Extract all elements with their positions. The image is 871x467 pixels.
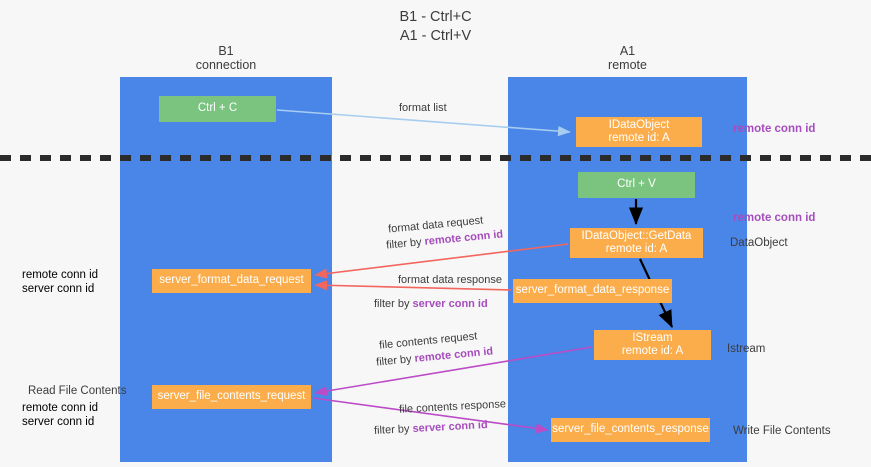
node-istream-sub: remote id: A bbox=[621, 345, 684, 357]
remote-conn-id-text: remote conn id bbox=[414, 345, 494, 365]
lane-header-a1: A1 remote bbox=[508, 44, 747, 72]
annotation-write-file-contents: Write File Contents bbox=[733, 425, 831, 437]
annotation-remote-conn-id-mid: remote conn id bbox=[733, 212, 816, 224]
annotation-istream: Istream bbox=[727, 343, 766, 355]
annotation-remote-conn-id: remote conn id bbox=[22, 402, 99, 414]
node-idataobject-title: IDataObject bbox=[608, 118, 670, 131]
server-conn-id-text: server conn id bbox=[412, 298, 488, 310]
title-line-2: A1 - Ctrl+V bbox=[399, 28, 472, 44]
lane-header-a1-sub: remote bbox=[608, 58, 647, 72]
node-server-file-contents-response-label: server_file_contents_response bbox=[552, 423, 709, 436]
annotation-server-conn-id: server conn id bbox=[22, 416, 95, 428]
edge-label-format-data-response-filter: filter by server conn id bbox=[374, 297, 488, 311]
annotation-dataobject: DataObject bbox=[730, 237, 788, 249]
node-server-file-contents-request-label: server_file_contents_request bbox=[157, 390, 306, 403]
annotation-remote-conn-id: remote conn id bbox=[22, 269, 99, 281]
filter-by-text: filter by bbox=[374, 298, 413, 310]
node-istream[interactable]: IStream remote id: A bbox=[594, 330, 711, 360]
node-ctrl-c[interactable]: Ctrl + C bbox=[159, 96, 276, 122]
lane-header-b1: B1 connection bbox=[120, 44, 332, 72]
filter-by-text: filter by bbox=[375, 352, 416, 369]
node-server-file-contents-response[interactable]: server_file_contents_response bbox=[551, 418, 710, 442]
annotation-read-file-contents: Read File Contents bbox=[28, 385, 127, 397]
edge-label-format-data-response: format data response bbox=[398, 274, 502, 286]
title-line-1: B1 - Ctrl+C bbox=[399, 9, 472, 25]
node-getdata-title: IDataObject::GetData bbox=[581, 229, 692, 242]
edge-label-format-list: format list bbox=[399, 102, 447, 114]
annotation-conn-ids-mid: remote conn id server conn id bbox=[22, 268, 98, 296]
node-idataobject[interactable]: IDataObject remote id: A bbox=[576, 117, 702, 147]
node-server-format-data-response-label: server_format_data_response bbox=[515, 284, 670, 297]
node-server-format-data-response[interactable]: server_format_data_response bbox=[513, 279, 672, 303]
node-ctrl-c-label: Ctrl + C bbox=[197, 102, 238, 115]
annotation-remote-conn-id-top: remote conn id bbox=[733, 123, 816, 135]
node-idataobject-getdata[interactable]: IDataObject::GetData remote id: A bbox=[570, 228, 703, 258]
lane-header-b1-sub: connection bbox=[195, 58, 257, 72]
edge-label-file-contents-response-filter: filter by server conn id bbox=[374, 418, 488, 438]
page-title: B1 - Ctrl+C A1 - Ctrl+V bbox=[0, 8, 871, 46]
node-idataobject-sub: remote id: A bbox=[608, 132, 670, 144]
node-getdata-sub: remote id: A bbox=[605, 243, 668, 255]
node-ctrl-v[interactable]: Ctrl + V bbox=[578, 172, 695, 198]
server-conn-id-text: server conn id bbox=[412, 419, 488, 435]
node-server-format-data-request[interactable]: server_format_data_request bbox=[152, 269, 311, 293]
lane-header-a1-name: A1 bbox=[619, 44, 636, 58]
edge-label-file-contents-response: file contents response bbox=[398, 398, 507, 416]
filter-by-text: filter by bbox=[385, 235, 426, 252]
node-istream-title: IStream bbox=[632, 331, 673, 344]
filter-by-text: filter by bbox=[373, 422, 413, 437]
node-ctrl-v-label: Ctrl + V bbox=[617, 178, 656, 191]
node-server-file-contents-request[interactable]: server_file_contents_request bbox=[152, 385, 311, 409]
node-server-format-data-request-label: server_format_data_request bbox=[159, 274, 304, 287]
annotation-server-conn-id: server conn id bbox=[22, 283, 95, 295]
lane-header-b1-name: B1 bbox=[218, 44, 234, 58]
annotation-conn-ids-bottom: remote conn id server conn id bbox=[22, 401, 98, 429]
